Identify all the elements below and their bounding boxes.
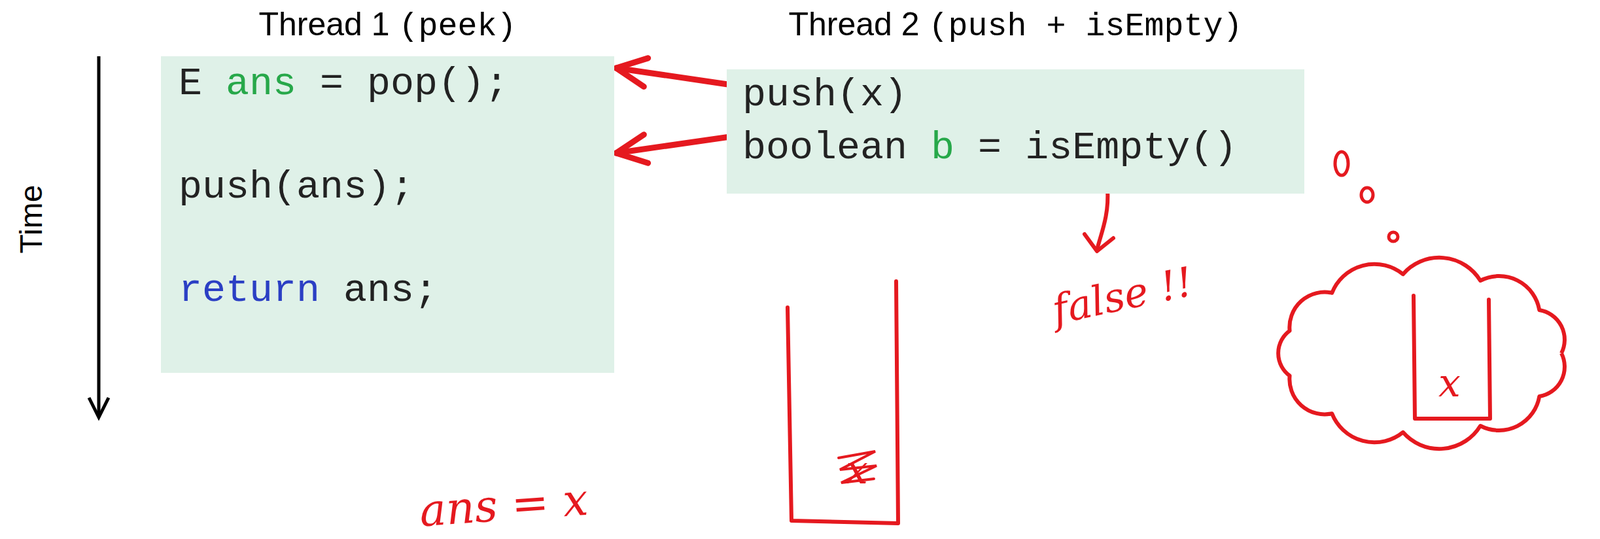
- code-line: boolean b = isEmpty(): [742, 122, 1237, 176]
- code-line: push(x): [742, 69, 908, 123]
- thread-heading: Thread 1 (peek): [160, 5, 615, 46]
- thought-dot: [1388, 232, 1398, 242]
- time-axis: [97, 56, 101, 417]
- handwritten-note: ans = x: [417, 473, 591, 538]
- code-token: push(x): [742, 72, 908, 118]
- thought-dot: [1361, 187, 1374, 203]
- code-token: ans;: [343, 268, 438, 313]
- stack-item: x: [845, 446, 869, 493]
- heading-method: (peek): [398, 7, 517, 46]
- handwritten-note: false !!: [1047, 257, 1198, 335]
- thread-box: Thread 1 (peek)E ans = pop();push(ans);r…: [160, 56, 615, 373]
- imagined-stack: [1413, 295, 1491, 419]
- code-token: pop();: [366, 61, 509, 106]
- thread-heading: Thread 2 (push + isEmpty): [726, 5, 1305, 46]
- heading-name: Thread 2: [788, 5, 929, 43]
- code-line: return ans;: [178, 262, 438, 367]
- code-token: isEmpty(): [1025, 125, 1237, 171]
- code-line: E ans = pop();: [178, 56, 509, 160]
- code-token: =: [319, 61, 344, 106]
- code-line: push(ans);: [178, 159, 415, 263]
- code-token: boolean: [742, 125, 908, 171]
- call-arrow: [616, 68, 727, 85]
- heading-method: (push + isEmpty): [928, 7, 1243, 46]
- thought-cloud: [1278, 257, 1565, 449]
- code-token: b: [930, 125, 955, 171]
- thread-box: Thread 2 (push + isEmpty)push(x)boolean …: [726, 69, 1305, 194]
- thought-dot: [1335, 151, 1349, 176]
- code-token: ans: [225, 61, 297, 106]
- result-arrow: [1096, 189, 1108, 250]
- axis-label: Time: [13, 185, 50, 254]
- result-arrowhead: [1084, 234, 1114, 252]
- call-arrow: [616, 137, 727, 154]
- heading-name: Thread 1: [258, 5, 399, 43]
- time-arrowhead: [88, 397, 109, 418]
- code-token: push(ans);: [178, 164, 415, 210]
- stack-drawing: [787, 281, 899, 524]
- code-token: return: [178, 268, 320, 313]
- code-token: =: [977, 125, 1002, 171]
- code-token: E: [178, 61, 203, 106]
- stack-item: x: [1438, 359, 1461, 406]
